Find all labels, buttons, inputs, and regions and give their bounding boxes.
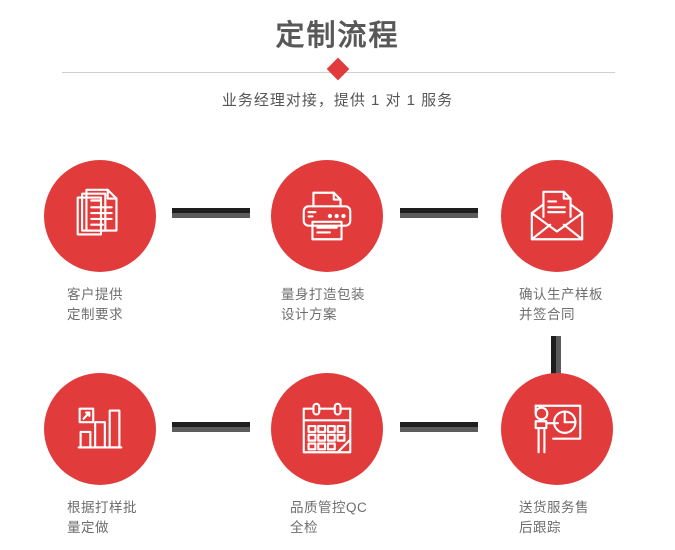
printer-icon bbox=[296, 185, 358, 247]
connector-step4-step5 bbox=[172, 422, 250, 432]
flow-step-6-label: 送货服务售 后跟踪 bbox=[519, 500, 589, 535]
connector-step5-step6 bbox=[400, 422, 478, 432]
flow-step-1[interactable] bbox=[44, 160, 156, 272]
diamond-icon bbox=[326, 57, 350, 81]
flow-step-5-label: 品质管控QC 全检 bbox=[290, 500, 368, 535]
connector-step1-step2 bbox=[172, 208, 250, 218]
page-title: 定制流程 bbox=[275, 20, 400, 52]
flow-step-4[interactable] bbox=[44, 373, 156, 485]
bar-chart-growth-icon bbox=[69, 398, 131, 460]
flow-step-2[interactable] bbox=[271, 160, 383, 272]
connector-bar-light bbox=[556, 336, 561, 376]
flow-step-2-label: 量身打造包装 设计方案 bbox=[281, 287, 365, 322]
connector-bar-light bbox=[172, 213, 250, 218]
flow-step-6[interactable] bbox=[501, 373, 613, 485]
connector-bar-dark bbox=[172, 208, 250, 213]
connector-bar-dark bbox=[400, 208, 478, 213]
documents-stack-icon bbox=[69, 185, 131, 247]
flow-step-3-label: 确认生产样板 并签合同 bbox=[519, 287, 603, 322]
connector-bar-light bbox=[172, 427, 250, 432]
connector-bar-dark bbox=[400, 422, 478, 427]
envelope-document-icon bbox=[526, 185, 588, 247]
connector-step3-step6 bbox=[551, 336, 561, 376]
presenter-pie-chart-icon bbox=[526, 398, 588, 460]
connector-bar-dark bbox=[172, 422, 250, 427]
connector-bar-dark bbox=[551, 336, 556, 376]
flow-step-1-label: 客户提供 定制要求 bbox=[67, 287, 123, 322]
connector-bar-light bbox=[400, 213, 478, 218]
connector-bar-light bbox=[400, 427, 478, 432]
flow-step-3[interactable] bbox=[501, 160, 613, 272]
calendar-check-icon bbox=[296, 398, 358, 460]
flow-step-5[interactable] bbox=[271, 373, 383, 485]
connector-step2-step3 bbox=[400, 208, 478, 218]
flow-step-4-label: 根据打样批 量定做 bbox=[67, 500, 137, 535]
page-subtitle: 业务经理对接，提供 1 对 1 服务 bbox=[221, 92, 454, 109]
